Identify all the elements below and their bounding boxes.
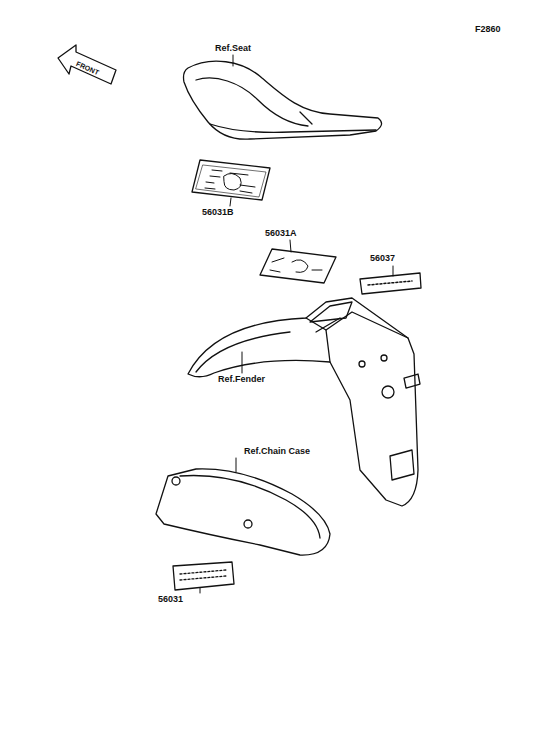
decal — [260, 249, 336, 283]
callout-number: 56031B — [201, 207, 235, 218]
chain-case — [156, 469, 330, 555]
part-reference: Ref.Fender — [217, 374, 266, 385]
callout-number: 56031A — [264, 228, 298, 239]
decal — [192, 160, 270, 200]
decal — [360, 273, 421, 294]
callout-number: 56037 — [369, 253, 396, 264]
front-arrow — [58, 45, 116, 84]
leader-lines — [200, 55, 393, 593]
callout-number: 56031 — [157, 594, 184, 605]
part-reference: Ref.Seat — [214, 43, 252, 54]
part-reference: Ref.Chain Case — [243, 446, 311, 457]
decal — [173, 562, 234, 590]
figure-number: F2860 — [474, 24, 502, 35]
seat — [184, 61, 382, 139]
